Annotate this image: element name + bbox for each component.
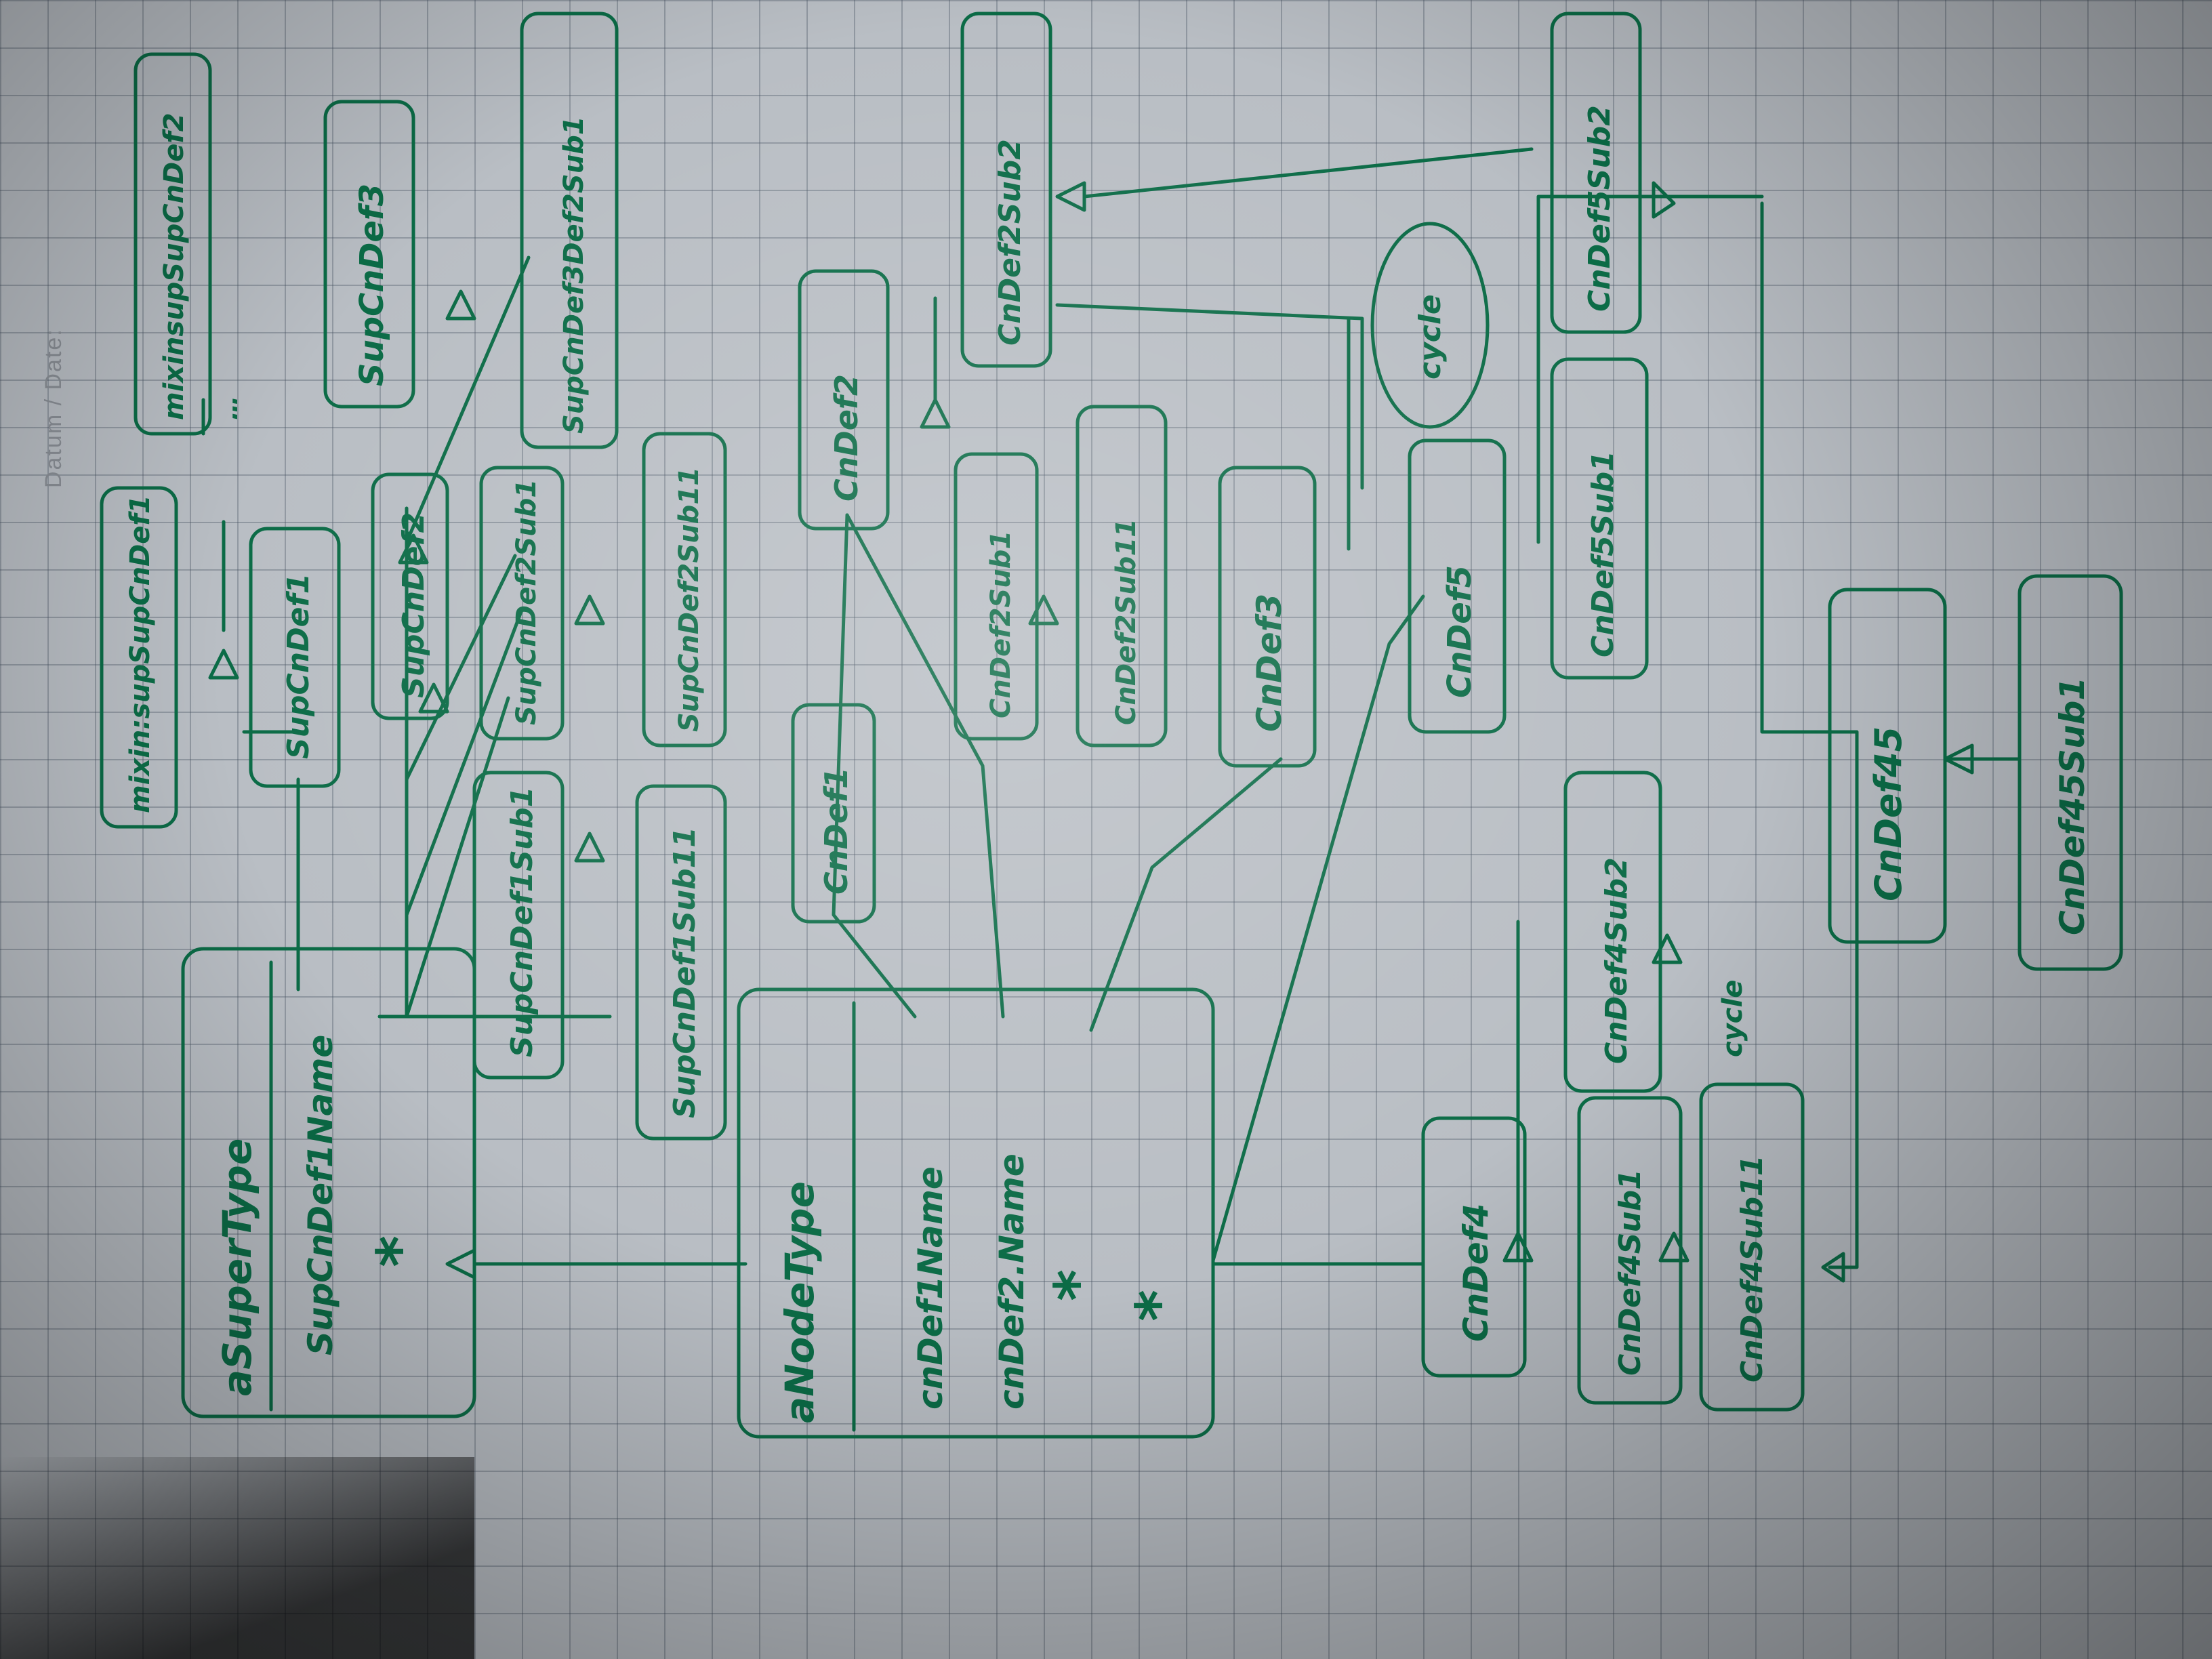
sup-cn-def2-box: SupCnDef2 xyxy=(371,472,449,720)
cndef5sub1-up xyxy=(1536,194,1764,544)
cn-def45-sub1-box: CnDef45Sub1 xyxy=(2018,574,2123,971)
cn-def2-name-label: cnDef2.Name xyxy=(992,1153,1031,1410)
cn-def4-sub2-box: CnDef4Sub2 cycle xyxy=(1563,771,1748,1093)
cn-def1-name-label: cnDef1Name xyxy=(911,1166,950,1410)
cn-def5-label: CnDef5 xyxy=(1441,565,1479,698)
mixin-sup-sup-cn-def1-label: mixin:supSupCnDef1 xyxy=(125,495,156,813)
cn-def1-label: CnDef1 xyxy=(818,767,855,895)
supcndef3-arrow xyxy=(418,682,449,714)
cn-def5-sub2-box: CnDef5Sub2 xyxy=(1550,12,1642,334)
corner-shadow xyxy=(0,1457,474,1659)
sup-cn-def1-sub1-box: SupCnDef1Sub1 xyxy=(472,771,565,1080)
sup-cn-def2-label: SupCnDef2 xyxy=(396,512,431,698)
cndef5-to-cndef2sub2 xyxy=(1055,303,1364,490)
cn-def4-sub11-label: CnDef4Sub11 xyxy=(1735,1155,1769,1382)
a-node-type-box: aNodeType cnDef1Name cnDef2.Name * * xyxy=(737,987,1215,1439)
supsub2-arrow xyxy=(574,594,605,626)
ellipsis-label: … xyxy=(216,396,243,420)
cndef45-arrow xyxy=(1821,1252,1845,1283)
a-node-type-label: aNodeType xyxy=(777,1181,823,1423)
sup-cn-def2-sub1-box: SupCnDef2Sub1 xyxy=(479,466,565,741)
cn-def5-box: CnDef5 xyxy=(1408,438,1507,734)
mixin-sup-sup-cn-def2-box: mixinsupSupCnDef2 xyxy=(134,52,212,436)
cycle-label: cycle xyxy=(1413,294,1448,380)
node-star-2: * xyxy=(1123,1290,1194,1322)
a-super-type-box: aSuperType SupCnDef1Name * xyxy=(181,947,476,1418)
sup-cn-def1-box: SupCnDef1 xyxy=(249,527,341,788)
cn-def5-sub1-box: CnDef5Sub1 xyxy=(1550,357,1649,680)
cn-def3-label: CnDef3 xyxy=(1250,594,1289,732)
sup-cn-def1-sub1-label: SupCnDef1Sub1 xyxy=(505,787,539,1057)
cn-def2-sub11-box: CnDef2Sub11 xyxy=(1076,405,1168,747)
sup-cn-def3-def2-sub1-label: SupCnDef3Def2Sub1 xyxy=(558,116,590,434)
cndef4sub1-arrow xyxy=(1658,1231,1689,1263)
sup-cn-def1-name-label: SupCnDef1Name xyxy=(301,1035,340,1355)
cndef5sub2-to-cndef2sub2 xyxy=(1082,147,1534,199)
node-star-1: * xyxy=(1042,1269,1113,1301)
cn-def2-sub1-box: CnDef2Sub1 xyxy=(954,452,1039,741)
cndef2-arrow xyxy=(920,398,951,429)
cn-def2-sub2-label: CnDef2Sub2 xyxy=(993,139,1027,346)
node-to-cndef1 xyxy=(832,513,917,1019)
cndef5sub2-arrow xyxy=(1652,181,1676,219)
cndef4sub2-arrow xyxy=(1652,933,1683,964)
a-super-type-label: aSuperType xyxy=(214,1139,260,1396)
cn-def2-sub1-label: CnDef2Sub1 xyxy=(985,531,1017,718)
sup-cn-def1-label: SupCnDef1 xyxy=(281,573,316,759)
cn-def45-sub1-label: CnDef45Sub1 xyxy=(2053,677,2092,935)
sup-cn-def2-sub1-label: SupCnDef2Sub1 xyxy=(511,479,542,725)
cn-def3-box: CnDef3 xyxy=(1218,466,1317,768)
sup-cn-def3-box: SupCnDef3 xyxy=(323,100,415,409)
cndef2sub2-arrow xyxy=(1055,181,1086,212)
mixin-sup-sup-cn-def2-label: mixinsupSupCnDef2 xyxy=(159,112,190,420)
cndef2sub11-arrow xyxy=(1028,594,1059,626)
cndef45-loop xyxy=(1760,201,1859,1269)
sup-cn-def1-sub11-label: SupCnDef1Sub11 xyxy=(668,827,702,1118)
sup-cn-def1-sub11-box: SupCnDef1Sub11 xyxy=(635,784,727,1141)
node-to-super-arrow xyxy=(445,1248,476,1279)
sup-sup-cn-def1-box: … xyxy=(216,396,243,420)
cn-def4-sub11-box: CnDef4Sub11 xyxy=(1699,1082,1805,1412)
node-to-cndef2 xyxy=(845,513,1005,1019)
cn-def45-box: CnDef45 xyxy=(1828,588,1947,944)
cn-def5-sub1-label: CnDef5Sub1 xyxy=(1586,451,1620,657)
cn-def4-box: CnDef4 xyxy=(1421,1116,1527,1378)
cn-def2-label: CnDef2 xyxy=(828,374,865,501)
sup-cn-def3-label: SupCnDef3 xyxy=(353,184,391,386)
cn-def4-sub2-label: CnDef4Sub2 xyxy=(1599,857,1634,1064)
cn-def2-sub2-box: CnDef2Sub2 xyxy=(960,12,1052,368)
cn-def4-label: CnDef4 xyxy=(1456,1204,1496,1342)
cn-def2-sub11-label: CnDef2Sub11 xyxy=(1111,518,1142,725)
cycle-label-2: cycle xyxy=(1717,980,1748,1057)
cn-def4-sub1-label: CnDef4Sub1 xyxy=(1613,1169,1647,1376)
supcndef2-arrow xyxy=(398,533,429,565)
mixin-sup-sup-cn-def1-box: mixin:supSupCnDef1 xyxy=(100,486,178,829)
sup-cn-def3-def2-sub1-box: SupCnDef3Def2Sub1 xyxy=(520,12,619,449)
connectors xyxy=(201,147,2022,1283)
sup-cn-def2-sub11-box: SupCnDef2Sub11 xyxy=(642,432,727,747)
cn-def4-sub1-box: CnDef4Sub1 xyxy=(1577,1096,1683,1405)
cn-def5-sub2-label: CnDef5Sub2 xyxy=(1582,105,1617,312)
node-to-cndef3 xyxy=(1089,757,1283,1032)
super-to-supcndef3 xyxy=(405,554,517,781)
node-to-cndef5 xyxy=(1211,594,1425,1263)
supsub1-arrow xyxy=(574,832,605,863)
super-to-supcndef3def2-line xyxy=(405,255,531,544)
cycle-ellipse: cycle xyxy=(1370,222,1490,429)
cn-def45-label: CnDef45 xyxy=(1867,726,1910,901)
super-to-supcndef1-sub1 xyxy=(405,696,510,1019)
cn-def2-box: CnDef2 xyxy=(798,269,890,531)
super-to-supcndef2sub1-line xyxy=(405,608,524,917)
cn-def1-box: CnDef1 xyxy=(791,703,876,924)
supcndef1-arrow xyxy=(208,649,239,680)
sup-cn-def2-sub11-label: SupCnDef2Sub11 xyxy=(674,467,705,732)
super-star: * xyxy=(364,1235,435,1267)
cndef45sub-arrow xyxy=(1943,743,1974,775)
supsub3-arrow xyxy=(445,289,476,321)
